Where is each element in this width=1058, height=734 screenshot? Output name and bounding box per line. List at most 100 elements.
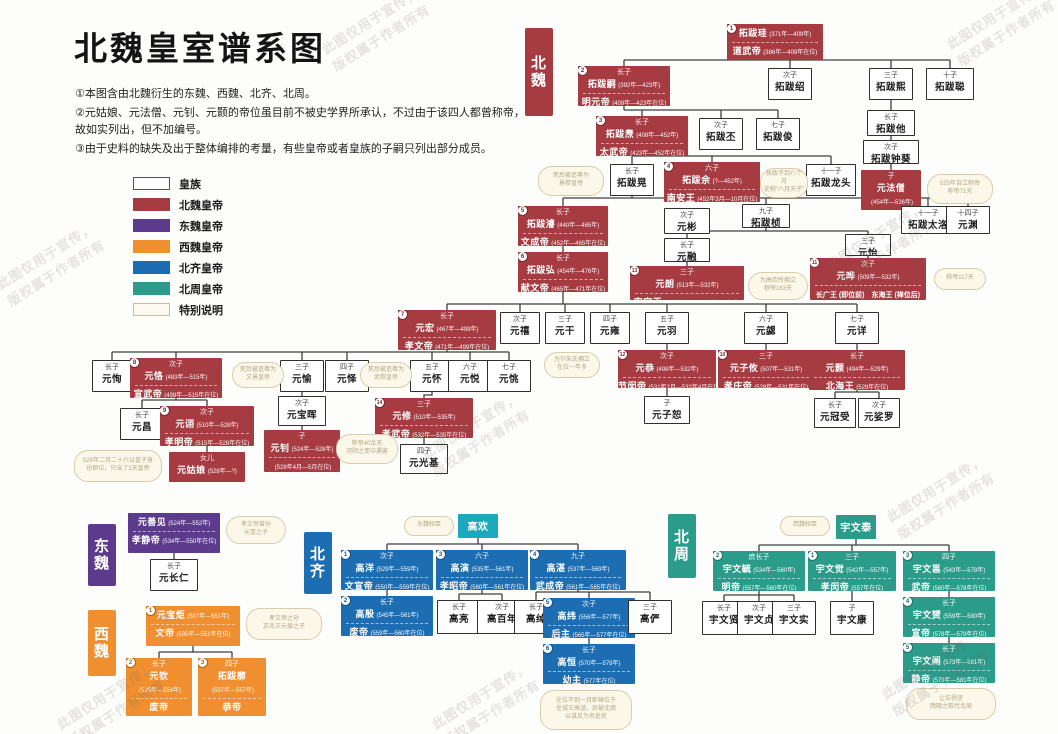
emperor-number-badge: 5 [543,598,553,608]
special-note-16: 让位杨坚 隋随之取代北周 [906,688,996,720]
person-node-zhen: 九子拓跋桢 [742,204,790,228]
special-note-8: 死后被追尊为 武穆皇帝 [360,362,412,388]
dynasty-tab-zhou: 北周 [668,514,696,578]
special-note-15: 在位不到一月即禅位于 任城王高湝，后被北周 以谋反为名处死 [540,690,632,730]
person-node-xiang: 七子元详 [835,312,879,344]
person-node-zhao: 子元钊(524年—528年)(528年4月—5月在位) [264,430,340,472]
special-note-5: 称帝117天 [934,268,986,290]
person-node-bin: 次子元彬 [664,208,710,234]
person-node-chang: 长子元昌 [120,408,164,440]
legend-swatch [133,282,170,295]
special-note-14: 西魏权臣 [780,516,830,536]
legend-item: 北魏皇帝 [133,194,223,215]
emperor-number-badge: 1 [727,24,737,34]
emperor-number-badge: 2 [126,658,136,668]
person-node-tai: 宇文泰 [836,515,876,539]
legend-label: 北魏皇帝 [179,199,223,212]
emperor-number-badge: 4 [903,597,913,607]
person-node-jun: 七子拓跋俊 [756,118,800,150]
legend-item: 西魏皇帝 [133,236,223,257]
special-note-10: 称帝40余天 河阴之变中遇害 [336,434,398,464]
person-node-xie: 六子元勰 [744,312,788,344]
emperor-number-badge: 13 [630,266,640,276]
note-line-3: ③由于史料的缺失及出于整体编排的考量，有些皇帝或者皇族的子嗣只列出部分成员。 [75,142,492,155]
legend-label: 东魏皇帝 [179,220,223,233]
legend-swatch [133,240,170,253]
emperor-number-badge: 3 [903,551,913,561]
emperor-number-badge: 4 [664,162,674,172]
person-node-xi2: 次子元禧 [500,312,540,344]
person-node-liang: 长子高亮 [437,600,481,634]
notes-block: ①本图含由北魏衍生的东魏、西魏、北齐、北周。②元姑娘、元法僧、元钊、元颢的帝位虽… [75,86,535,159]
person-node-xi: 三子拓跋熙 [869,68,913,100]
person-node-guanshou: 长子元冠受 [814,398,856,428]
person-node-pi: 次子拓跋丕 [699,118,743,150]
special-note-13: 东魏权臣 [404,516,454,536]
special-note-1: 死后被追尊为 景穆皇帝 [538,166,604,196]
legend-item: 东魏皇帝 [133,215,223,236]
person-node-huan: 高欢 [458,514,498,538]
legend-swatch [133,261,170,274]
legend-label: 北周皇帝 [179,283,223,296]
person-node-changren: 长子元长仁 [150,559,198,591]
person-node-huai: 五子元怀 [410,360,454,392]
emperor-number-badge: 2 [578,66,588,76]
person-node-gan: 三子元干 [545,312,585,344]
legend-swatch [133,303,170,316]
person-node-faseng: 子元法僧(454年—536年) [861,170,921,210]
emperor-number-badge: 7 [398,310,408,320]
special-note-6: 为尔朱氏拥立 在位一年多 [544,352,600,378]
person-node-yue: 六子元悦 [448,360,492,392]
person-node-hao: 长子元颢(494年—529年)北海王(529年在位) [809,350,905,390]
emperor-number-badge: 2 [713,551,723,561]
legend: 皇族北魏皇帝东魏皇帝西魏皇帝北齐皇帝北周皇帝特别说明 [133,173,223,320]
special-note-3: 525年自立称帝 称帝71天 [927,174,993,204]
person-node-rong: 长子元融 [664,238,710,262]
person-node-yi_fw: 三子元怡 [845,234,891,256]
legend-swatch [133,177,170,190]
emperor-number-badge: 6 [518,252,528,262]
person-node-shi2: 三子宇文实 [772,601,816,635]
emperor-number-badge: 1 [808,551,818,561]
person-node-suoluo: 次子元娑罗 [858,398,900,428]
page-title: 北魏皇室谱系图 [74,30,326,67]
person-node-cong: 十子拓跋聪 [926,68,974,100]
person-node-shao: 次子拓跋绍 [768,68,812,100]
legend-item: 北齐皇帝 [133,257,223,278]
dynasty-tab-wwei: 西魏 [88,610,116,676]
note-line-2: ②元姑娘、元法僧、元钊、元颢的帝位虽目前不被史学界所承认，不过由于该四人都曾称帝… [75,106,525,137]
emperor-number-badge: 12 [618,350,628,360]
legend-item: 北周皇帝 [133,278,223,299]
dynasty-tab-ewei: 东魏 [88,524,116,586]
person-node-shanjian: 元善见(524年—552年)孝静帝(534年—550年在位) [128,513,220,553]
special-note-11: 孝文帝曾孙 元亶之子 [226,516,286,544]
legend-label: 皇族 [179,178,201,191]
legend-swatch [133,198,170,211]
special-note-7: 死后被追尊为 文景皇帝 [232,362,284,388]
person-node-baohui: 次子元宝晖 [278,396,326,426]
